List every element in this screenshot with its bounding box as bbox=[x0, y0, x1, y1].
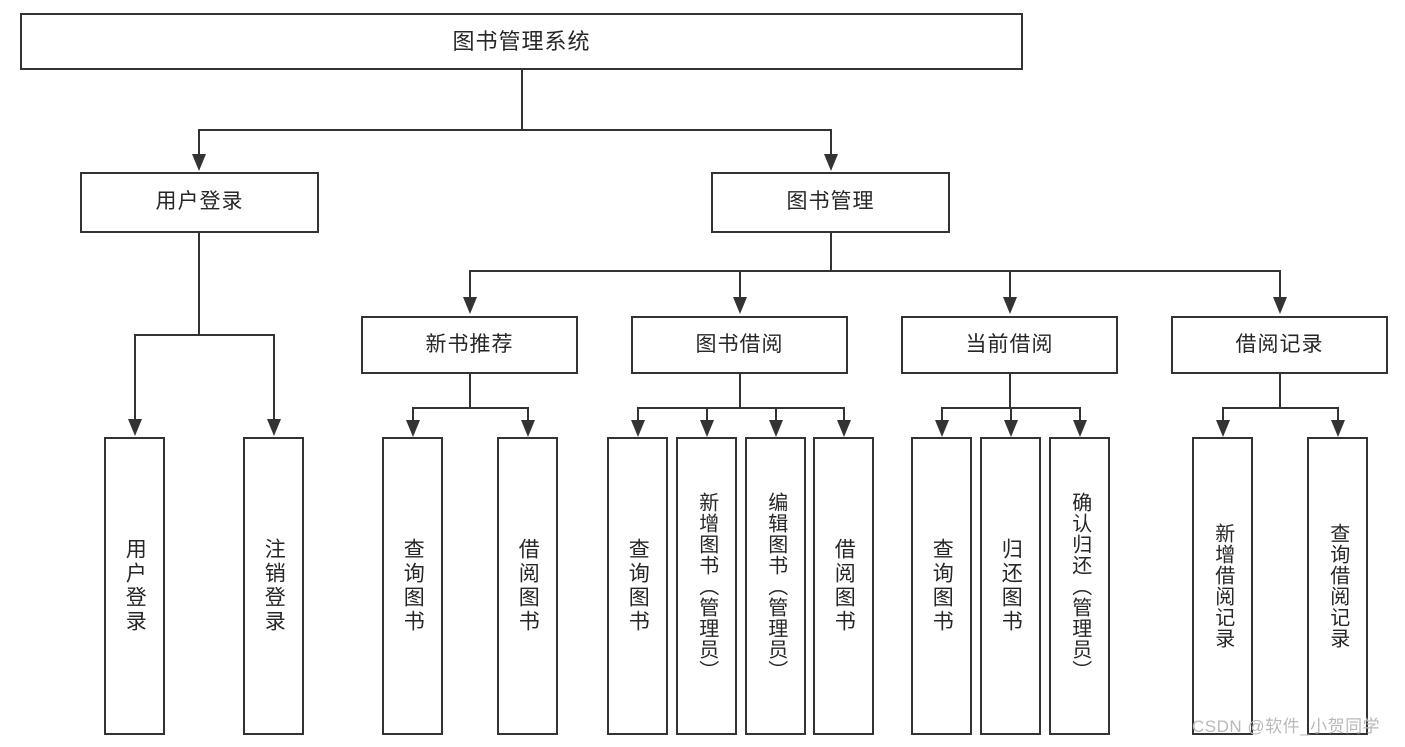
node-label: 借阅图书 bbox=[516, 538, 540, 634]
node-label: 编辑图书（管理员） bbox=[764, 491, 787, 681]
connector-current-borrow-stem bbox=[1009, 374, 1011, 409]
arrowhead-current-3 bbox=[1073, 420, 1087, 437]
node-label: 查询图书 bbox=[401, 538, 425, 634]
connector-root-stem bbox=[521, 70, 523, 130]
leaf-current-borrow-return[interactable]: 归还图书 bbox=[980, 437, 1041, 735]
connector-borrow-record-bus bbox=[1222, 407, 1339, 409]
connector-drop-user-login bbox=[198, 129, 200, 156]
arrowhead-borrow-2 bbox=[700, 420, 714, 437]
connector-new-book-bus bbox=[412, 407, 529, 409]
connector-drop-current-1 bbox=[941, 407, 943, 422]
arrowhead-login-2 bbox=[267, 419, 281, 436]
leaf-book-borrow-query[interactable]: 查询图书 bbox=[607, 437, 668, 735]
node-label: 确认归还（管理员） bbox=[1068, 491, 1091, 681]
node-label: 注销登录 bbox=[262, 538, 286, 634]
node-label: 查询图书 bbox=[626, 538, 650, 634]
connector-drop-borrow-4 bbox=[843, 407, 845, 422]
node-label: 新增图书（管理员） bbox=[695, 491, 718, 681]
leaf-user-login-login[interactable]: 用户登录 bbox=[104, 437, 165, 735]
leaf-book-borrow-edit[interactable]: 编辑图书（管理员） bbox=[745, 437, 806, 735]
node-label: 新增借阅记录 bbox=[1211, 523, 1234, 649]
connector-drop-current-3 bbox=[1079, 407, 1081, 422]
connector-level2-bus bbox=[469, 270, 1279, 272]
leaf-new-book-borrow[interactable]: 借阅图书 bbox=[497, 437, 558, 735]
node-new-book-recommend[interactable]: 新书推荐 bbox=[361, 316, 578, 374]
arrowhead-book-mgmt bbox=[824, 154, 838, 171]
node-label: 查询图书 bbox=[930, 538, 954, 634]
connector-drop-borrow-2 bbox=[706, 407, 708, 422]
connector-drop-record-2 bbox=[1337, 407, 1339, 422]
arrowhead-level2-4 bbox=[1273, 297, 1287, 314]
node-label: 借阅记录 bbox=[1235, 332, 1324, 356]
arrowhead-current-1 bbox=[935, 420, 949, 437]
arrowhead-record-2 bbox=[1331, 420, 1345, 437]
connector-drop-level2-4 bbox=[1279, 270, 1281, 298]
arrowhead-borrow-1 bbox=[631, 420, 645, 437]
connector-drop-record-1 bbox=[1222, 407, 1224, 422]
node-label: 新书推荐 bbox=[425, 332, 514, 356]
connector-drop-level2-3 bbox=[1009, 270, 1011, 298]
connector-drop-newbook-1 bbox=[412, 407, 414, 422]
connector-book-borrow-bus bbox=[637, 407, 845, 409]
arrowhead-user-login bbox=[192, 154, 206, 171]
connector-drop-current-2 bbox=[1010, 407, 1012, 422]
connector-user-login-bus bbox=[134, 334, 274, 336]
leaf-current-borrow-confirm-return[interactable]: 确认归还（管理员） bbox=[1049, 437, 1110, 735]
node-user-login[interactable]: 用户登录 bbox=[80, 172, 319, 233]
node-label: 用户登录 bbox=[123, 538, 147, 634]
arrowhead-newbook-1 bbox=[406, 420, 420, 437]
leaf-user-login-logout[interactable]: 注销登录 bbox=[243, 437, 304, 735]
connector-drop-login-1 bbox=[134, 334, 136, 420]
connector-drop-level2-1 bbox=[469, 270, 471, 298]
connector-drop-login-2 bbox=[273, 334, 275, 420]
node-root-system[interactable]: 图书管理系统 bbox=[20, 13, 1023, 70]
node-label: 图书借阅 bbox=[695, 332, 784, 356]
connector-book-borrow-stem bbox=[739, 374, 741, 409]
arrowhead-level2-3 bbox=[1003, 297, 1017, 314]
leaf-new-book-query[interactable]: 查询图书 bbox=[382, 437, 443, 735]
node-label: 归还图书 bbox=[999, 538, 1023, 634]
connector-new-book-stem bbox=[469, 374, 471, 409]
arrowhead-borrow-3 bbox=[769, 420, 783, 437]
connector-drop-book-mgmt bbox=[830, 129, 832, 156]
arrowhead-record-1 bbox=[1216, 420, 1230, 437]
arrowhead-current-2 bbox=[1004, 420, 1018, 437]
leaf-book-borrow-borrow[interactable]: 借阅图书 bbox=[813, 437, 874, 735]
connector-drop-newbook-2 bbox=[527, 407, 529, 422]
arrowhead-level2-2 bbox=[733, 297, 747, 314]
node-label: 当前借阅 bbox=[965, 332, 1054, 356]
connector-level1-bus bbox=[198, 129, 832, 131]
connector-drop-borrow-1 bbox=[637, 407, 639, 422]
node-label: 借阅图书 bbox=[832, 538, 856, 634]
node-label: 查询借阅记录 bbox=[1326, 523, 1349, 649]
node-book-borrow[interactable]: 图书借阅 bbox=[631, 316, 848, 374]
connector-borrow-record-stem bbox=[1279, 374, 1281, 409]
node-book-management[interactable]: 图书管理 bbox=[711, 172, 950, 233]
leaf-borrow-record-add[interactable]: 新增借阅记录 bbox=[1192, 437, 1253, 735]
node-label: 用户登录 bbox=[155, 190, 244, 214]
arrowhead-newbook-2 bbox=[521, 420, 535, 437]
leaf-current-borrow-query[interactable]: 查询图书 bbox=[911, 437, 972, 735]
connector-book-mgmt-stem bbox=[830, 233, 832, 272]
connector-drop-level2-2 bbox=[739, 270, 741, 298]
node-current-borrow[interactable]: 当前借阅 bbox=[901, 316, 1118, 374]
connector-drop-borrow-3 bbox=[775, 407, 777, 422]
connector-user-login-stem bbox=[198, 233, 200, 335]
leaf-book-borrow-add[interactable]: 新增图书（管理员） bbox=[676, 437, 737, 735]
arrowhead-borrow-4 bbox=[837, 420, 851, 437]
node-borrow-record[interactable]: 借阅记录 bbox=[1171, 316, 1388, 374]
leaf-borrow-record-query[interactable]: 查询借阅记录 bbox=[1307, 437, 1368, 735]
arrowhead-login-1 bbox=[128, 419, 142, 436]
node-label: 图书管理 bbox=[786, 190, 875, 214]
arrowhead-level2-1 bbox=[463, 297, 477, 314]
node-label: 图书管理系统 bbox=[452, 28, 591, 54]
